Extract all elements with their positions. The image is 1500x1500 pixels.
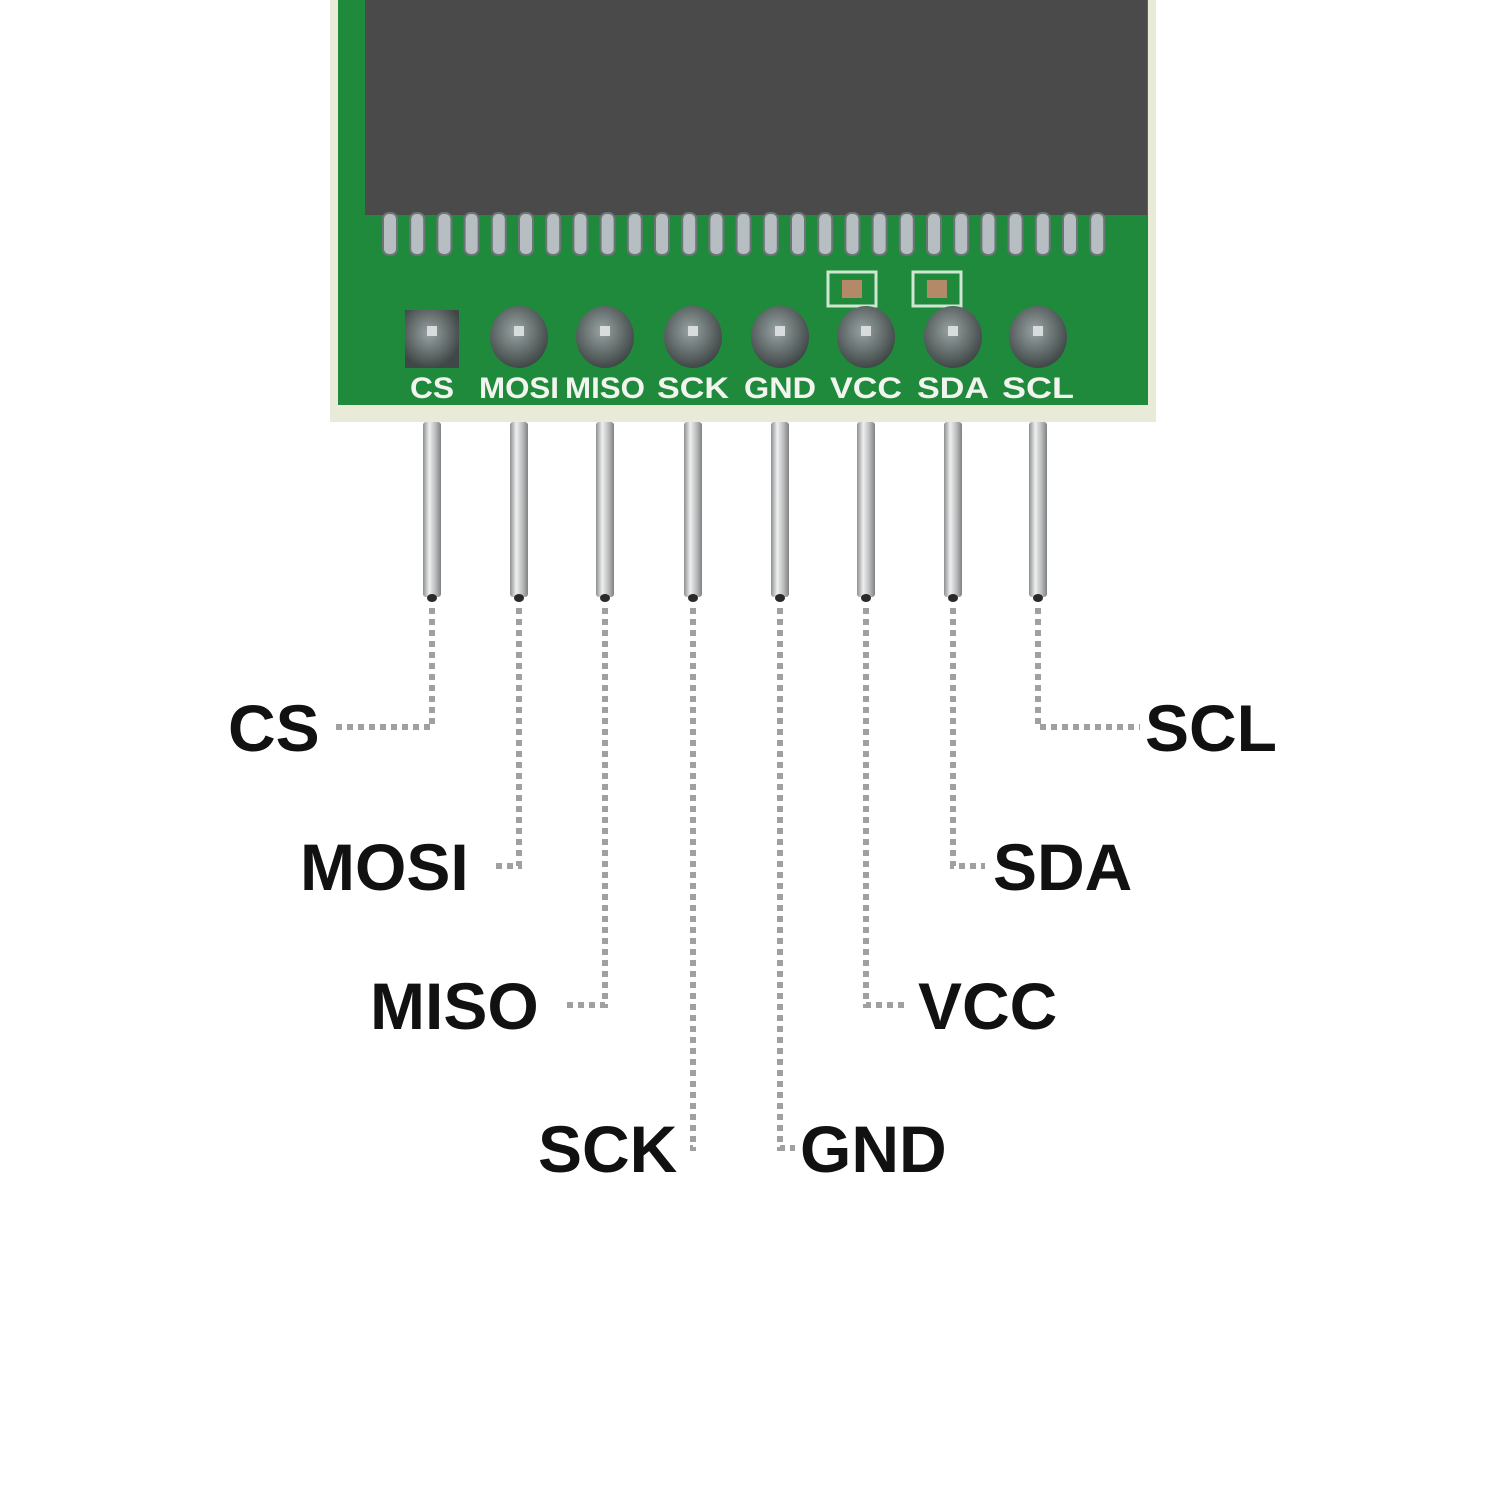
silkscreen-label: VCC — [830, 372, 902, 405]
chip-leg — [409, 212, 426, 256]
leader-line — [495, 608, 522, 869]
chip-leg — [626, 212, 643, 256]
pin-tip — [688, 326, 698, 336]
silkscreen-label: CS — [410, 372, 454, 405]
pin-label-cs: CS — [228, 691, 320, 765]
chip-leg — [953, 212, 970, 256]
chip-legs — [382, 212, 1106, 256]
pin-tip — [861, 326, 871, 336]
chip-leg — [1034, 212, 1051, 256]
chip-leg — [898, 212, 915, 256]
header-pin — [596, 422, 614, 597]
pin-end — [427, 594, 437, 602]
leader-line — [335, 608, 435, 730]
memory-chip — [365, 0, 1147, 215]
leader-line — [863, 608, 905, 1008]
round-pad — [1009, 306, 1067, 368]
pin-tip — [600, 326, 610, 336]
chip-leg — [1062, 212, 1078, 256]
chip-leg — [980, 212, 997, 256]
pin-label-gnd: GND — [800, 1112, 947, 1186]
pin-label-sck: SCK — [538, 1112, 678, 1186]
leader-line — [690, 608, 696, 1151]
pin-end — [600, 594, 610, 602]
chip-leg — [463, 212, 480, 256]
chip-leg — [545, 212, 562, 256]
round-pad — [837, 306, 895, 368]
pin-tip — [948, 326, 958, 336]
round-pad — [924, 306, 982, 368]
chip-leg — [762, 212, 779, 256]
header-pins — [423, 422, 1047, 602]
chip-leg — [926, 212, 942, 256]
leader-line — [1035, 608, 1140, 730]
leader-line — [777, 608, 795, 1151]
silkscreen-label: MISO — [565, 372, 645, 405]
round-pad — [664, 306, 722, 368]
pin-end — [688, 594, 698, 602]
pin-label-vcc: VCC — [918, 969, 1057, 1043]
pin-tip — [514, 326, 524, 336]
chip-leg — [681, 212, 698, 256]
smd-resistors — [826, 270, 963, 308]
pin-end — [861, 594, 871, 602]
pin-end — [775, 594, 785, 602]
solder-pads — [405, 306, 1067, 368]
chip-leg — [518, 212, 534, 256]
leader-lines — [335, 608, 1140, 1151]
header-pin — [510, 422, 528, 597]
chip-leg — [382, 212, 398, 256]
header-pin — [944, 422, 962, 597]
silkscreen-label: GND — [744, 372, 816, 405]
round-pad — [490, 306, 548, 368]
chip-leg — [871, 212, 888, 256]
pin-label-miso: MISO — [370, 969, 539, 1043]
leader-line — [950, 608, 985, 869]
header-pin — [684, 422, 702, 597]
chip-leg — [654, 212, 670, 256]
silkscreen-label: MOSI — [479, 372, 559, 405]
header-pin — [857, 422, 875, 597]
pin-end — [514, 594, 524, 602]
chip-leg — [817, 212, 834, 256]
pin-tip — [427, 326, 437, 336]
header-pin — [771, 422, 789, 597]
pin-label-mosi: MOSI — [300, 830, 469, 904]
chip-leg — [708, 212, 725, 256]
chip-leg — [1007, 212, 1024, 256]
round-pad — [576, 306, 634, 368]
pin-end — [948, 594, 958, 602]
pin-end — [1033, 594, 1043, 602]
leader-line — [565, 608, 608, 1008]
chip-leg — [735, 212, 752, 256]
pin-label-sda: SDA — [993, 830, 1132, 904]
silkscreen-label: SCL — [1002, 372, 1074, 405]
header-pin — [423, 422, 441, 597]
silkscreen-label: SCK — [657, 372, 729, 405]
chip-leg — [436, 212, 453, 256]
chip-leg — [1089, 212, 1106, 256]
pin-label-scl: SCL — [1145, 691, 1277, 765]
chip-leg — [844, 212, 861, 256]
pin-tip — [1033, 326, 1043, 336]
chip-leg — [790, 212, 806, 256]
silkscreen-label: SDA — [917, 372, 989, 405]
round-pad — [751, 306, 809, 368]
chip-leg — [572, 212, 589, 256]
square-pad — [405, 310, 459, 368]
header-pin — [1029, 422, 1047, 597]
chip-leg — [490, 212, 507, 256]
pin-tip — [775, 326, 785, 336]
chip-leg — [599, 212, 616, 256]
